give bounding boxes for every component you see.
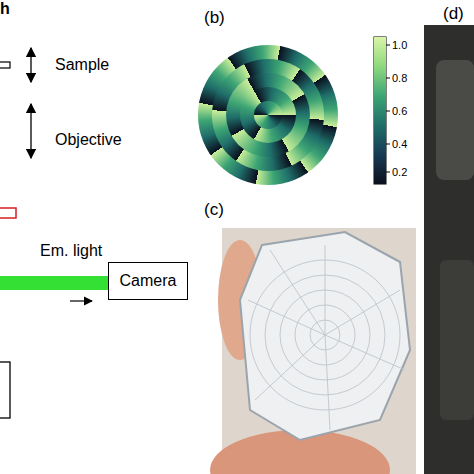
tick-label: 0.6: [392, 105, 407, 118]
spiral-pattern: [248, 245, 405, 430]
emission-beam: [0, 276, 110, 290]
device-part: [436, 60, 474, 180]
panel-label: (c): [204, 200, 224, 219]
direction-arrow: [70, 300, 92, 301]
move-arrow: [30, 104, 31, 130]
tick-label: 1.0: [392, 39, 407, 52]
camera-box: Camera: [108, 262, 188, 300]
device-part: [440, 260, 474, 420]
move-arrow: [30, 64, 31, 82]
panel-label: (b): [204, 8, 225, 27]
glass-plate: [240, 232, 410, 440]
part-label: Objective: [55, 131, 122, 149]
photo-d: [424, 25, 474, 474]
box-text: Camera: [120, 272, 177, 290]
tick-label: 0.8: [392, 72, 407, 85]
move-arrow: [30, 130, 31, 158]
panel-label: (d): [443, 4, 464, 23]
phase-mask: [198, 45, 338, 185]
panel-label: h: [0, 0, 10, 18]
sample-holder: [0, 62, 10, 68]
part-label: Sample: [55, 56, 109, 74]
tick-label: 0.4: [392, 138, 407, 151]
cropped-box: [0, 362, 10, 418]
move-arrow: [30, 48, 31, 64]
beam-label: Em. light: [40, 242, 102, 260]
tick-label: 0.2: [392, 166, 407, 179]
colorbar: [374, 37, 386, 184]
colorbar-ticks: [386, 45, 390, 172]
filter: [0, 208, 16, 218]
colorbar-frame: [374, 37, 386, 184]
